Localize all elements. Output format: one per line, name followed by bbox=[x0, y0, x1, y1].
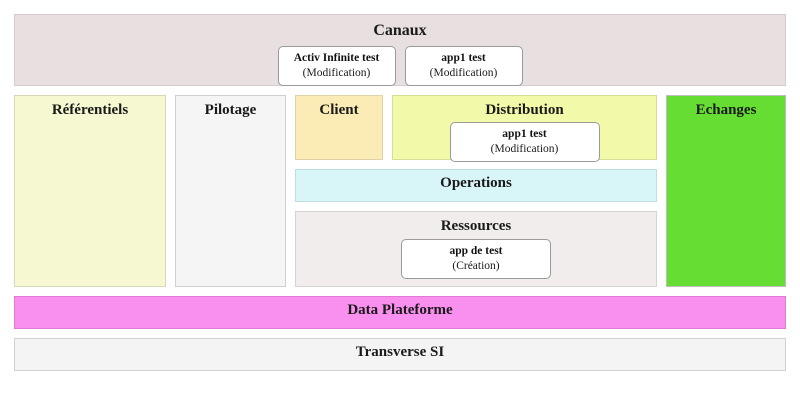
app-card-name: app1 test bbox=[441, 52, 486, 65]
app-card-state: (Création) bbox=[452, 259, 500, 272]
domain-title-client: Client bbox=[319, 102, 359, 118]
app-card[interactable]: app1 test (Modification) bbox=[449, 122, 600, 162]
domain-block-ressources[interactable]: Ressources app de test (Création) bbox=[295, 211, 657, 287]
app-card-name: app1 test bbox=[502, 128, 547, 141]
core-top-strip: Client Distribution app1 test (Modificat… bbox=[295, 95, 657, 162]
domain-block-pilotage[interactable]: Pilotage bbox=[175, 95, 286, 287]
domain-block-referentiels[interactable]: Référentiels bbox=[14, 95, 166, 287]
domain-block-transverse-si[interactable]: Transverse SI bbox=[14, 338, 786, 371]
domain-title-distribution: Distribution bbox=[485, 102, 564, 118]
app-card-list-ressources: app de test (Création) bbox=[296, 239, 656, 279]
app-card[interactable]: app1 test (Modification) bbox=[404, 46, 523, 87]
core-domains-column: Client Distribution app1 test (Modificat… bbox=[295, 95, 657, 287]
domain-block-canaux[interactable]: Canaux Activ Infinite test (Modification… bbox=[14, 14, 786, 87]
domain-block-echanges[interactable]: Echanges bbox=[666, 95, 786, 287]
app-card-list-canaux: Activ Infinite test (Modification) app1 … bbox=[15, 46, 785, 87]
domain-title-pilotage: Pilotage bbox=[204, 102, 257, 118]
domain-title-canaux: Canaux bbox=[373, 22, 427, 39]
domain-block-data-plateforme[interactable]: Data Plateforme bbox=[14, 296, 786, 329]
domain-block-client[interactable]: Client bbox=[295, 95, 383, 160]
app-card-state: (Modification) bbox=[490, 142, 559, 155]
app-card[interactable]: Activ Infinite test (Modification) bbox=[277, 46, 396, 87]
app-card-name: Activ Infinite test bbox=[293, 52, 380, 65]
app-card-state: (Modification) bbox=[302, 66, 371, 79]
app-card-name: app de test bbox=[449, 245, 503, 258]
app-card-list-distribution: app1 test (Modification) bbox=[393, 122, 656, 162]
app-card[interactable]: app de test (Création) bbox=[401, 239, 551, 279]
domain-block-distribution[interactable]: Distribution app1 test (Modification) bbox=[392, 95, 657, 162]
domain-title-operations: Operations bbox=[440, 175, 512, 191]
app-card-state: (Modification) bbox=[429, 66, 498, 79]
domain-title-echanges: Echanges bbox=[695, 102, 757, 118]
domain-title-ressources: Ressources bbox=[440, 218, 512, 234]
domain-block-operations[interactable]: Operations bbox=[295, 169, 657, 202]
domain-title-referentiels: Référentiels bbox=[51, 102, 129, 118]
middle-region: Référentiels Pilotage Client Distributio… bbox=[14, 95, 786, 287]
domain-title-data-plateforme: Data Plateforme bbox=[347, 302, 453, 318]
domain-title-transverse-si: Transverse SI bbox=[355, 344, 445, 360]
